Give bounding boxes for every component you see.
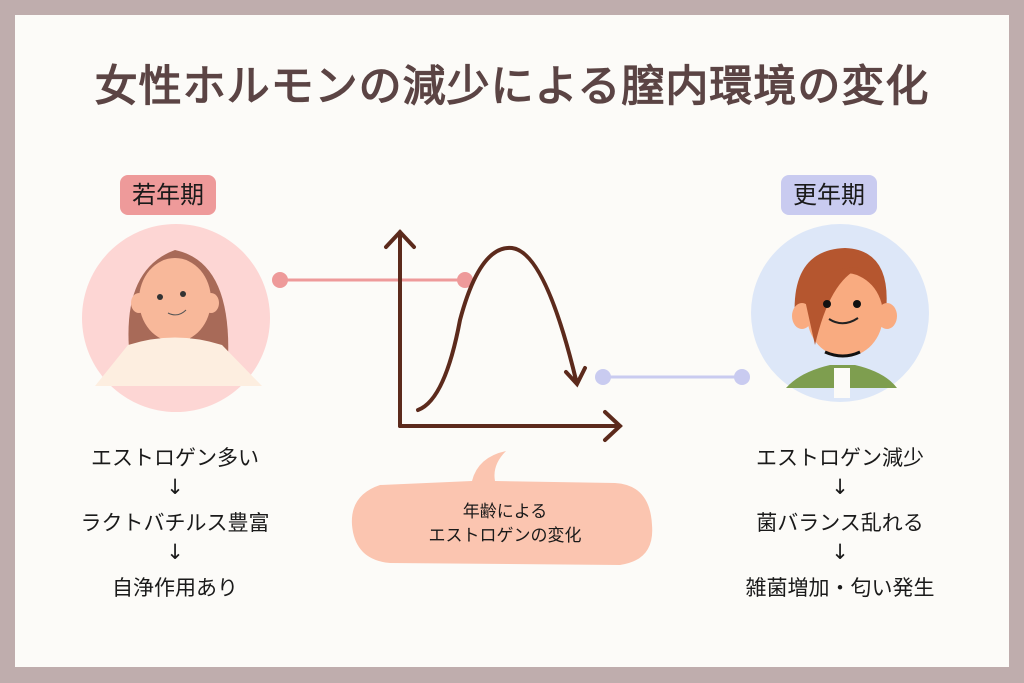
young-period-badge: 若年期 [120,175,216,215]
speech-bubble [351,451,653,565]
estrogen-curve-chart [384,229,623,442]
connector-menopause [595,369,750,385]
young-arrow-2: ↓ [166,540,184,564]
older-woman-illustration [751,224,929,402]
young-line-1: エストロゲン多い [91,446,259,470]
menopause-arrow-2: ↓ [831,540,849,564]
menopause-arrow-1: ↓ [831,475,849,499]
bubble-caption: 年齢による エストロゲンの変化 [355,500,655,548]
young-line-2: ラクトバチルス豊富 [80,511,270,535]
bubble-line-1: 年齢による [462,502,548,522]
young-line-3: 自浄作用あり [112,576,238,600]
young-woman-illustration [82,224,270,412]
menopause-line-1: エストロゲン減少 [756,446,924,470]
connector-young [272,272,473,288]
y-axis [384,229,416,428]
page-title: 女性ホルモンの減少による膣内環境の変化 [94,62,930,112]
x-axis [398,410,623,442]
estrogen-curve [416,245,587,412]
young-arrow-1: ↓ [166,475,184,499]
menopause-line-2: 菌バランス乱れる [756,511,924,535]
menopause-badge: 更年期 [781,175,877,215]
bubble-line-2: エストロゲンの変化 [428,526,582,546]
menopause-line-3: 雑菌増加・匂い発生 [745,576,935,600]
